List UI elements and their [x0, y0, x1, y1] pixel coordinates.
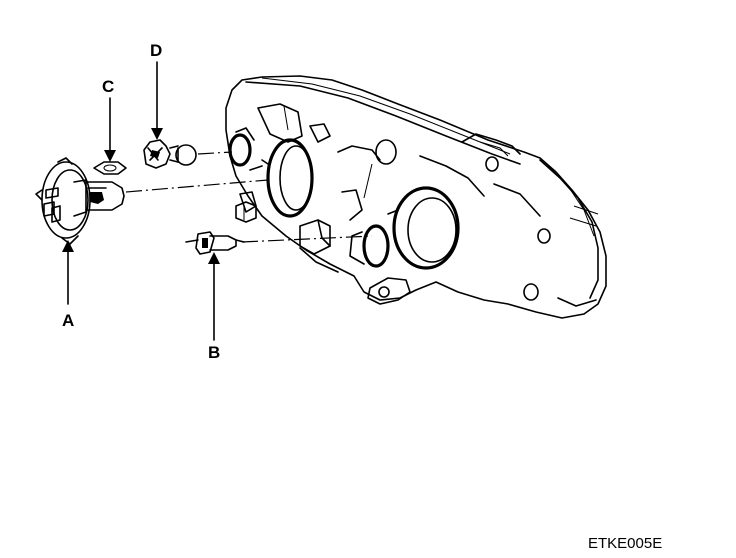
high-beam-socket [387, 186, 460, 270]
side-bulb [185, 231, 245, 255]
headlamp-bulb [35, 157, 125, 245]
headlamp-housing [225, 75, 607, 319]
leader-arrows [62, 61, 220, 341]
position-lamp-socket [228, 127, 255, 167]
callout-label-b: B [208, 343, 220, 362]
callout-label-c: C [102, 77, 114, 96]
alignment-lines [125, 151, 373, 243]
low-beam-socket [261, 138, 314, 218]
callout-label-a: A [62, 311, 74, 330]
seal-ring [93, 161, 127, 175]
callout-label-d: D [150, 41, 162, 60]
wire-connector [235, 201, 257, 223]
position-bulb [143, 139, 197, 169]
figure-code: ETKE005E [588, 535, 662, 552]
